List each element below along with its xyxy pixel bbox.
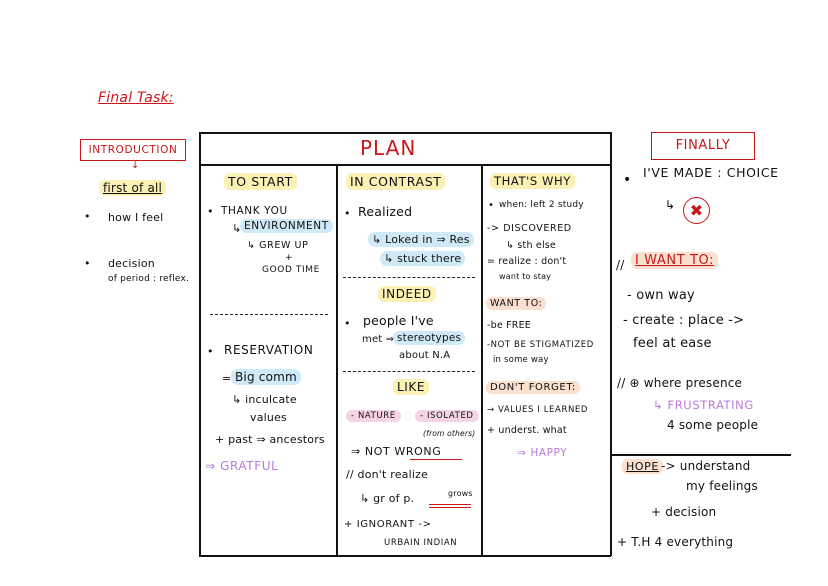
finally-decision: + decision	[651, 505, 717, 519]
bullet-icon: •	[207, 205, 214, 218]
bullet-icon: •	[488, 200, 495, 211]
introduction-label: INTRODUCTION	[80, 139, 186, 161]
finally-i-want-to: I WANT TO:	[631, 252, 719, 269]
col2-like: LIKE	[393, 379, 430, 395]
col3-not-be: -NOT BE STIGMATIZED	[487, 340, 594, 350]
col2-about: about N.A	[399, 350, 451, 361]
intro-item-decision: decision	[108, 257, 155, 270]
col2-separator-1	[343, 277, 475, 278]
col3-discovered: -> DISCOVERED	[487, 223, 572, 234]
red-underline	[429, 507, 471, 508]
plan-border-left	[199, 132, 201, 556]
page-title: Final Task:	[98, 90, 174, 106]
plan-col-divider-2	[481, 164, 483, 556]
col2-isolated: - ISOLATED	[415, 410, 479, 422]
col2-nature: - NATURE	[346, 410, 401, 422]
bullet-icon: •	[344, 317, 351, 330]
col3-be-free: -be FREE	[487, 320, 531, 331]
plan-header: PLAN	[360, 136, 417, 160]
bullet-icon: •	[84, 257, 91, 270]
close-circle-icon: ✖	[683, 197, 710, 224]
col2-grows: grows	[448, 489, 473, 498]
plan-header-divider	[199, 164, 611, 166]
col2-stereotypes: stereotypes	[393, 331, 466, 345]
col3-title: THAT'S WHY	[490, 173, 575, 189]
col2-realized: Realized	[358, 204, 413, 219]
col2-stuck: ↳ stuck there	[380, 251, 466, 266]
col1-equals: =	[222, 372, 232, 385]
intro-item-period: of period : reflex.	[108, 274, 190, 284]
col3-want-to-stay: want to stay	[499, 272, 552, 281]
finally-understand: -> understand	[661, 459, 751, 473]
col1-separator	[210, 314, 328, 315]
col1-title: TO START	[224, 173, 297, 190]
col2-ignorant: + IGNORANT ->	[344, 519, 432, 530]
finally-arrow: ↳	[665, 198, 676, 212]
col3-happy: ⇒ HAPPY	[517, 447, 568, 459]
red-underline	[410, 459, 462, 460]
col1-past: + past ⇒ ancestors	[215, 433, 325, 446]
finally-own-way: - own way	[627, 288, 695, 303]
col3-realize: = realize : don't	[487, 256, 567, 267]
col3-when: when: left 2 study	[499, 200, 584, 210]
bullet-icon: •	[84, 210, 91, 223]
bullet-icon: •	[207, 345, 214, 358]
col1-plus: +	[285, 253, 293, 263]
plan-border-right	[610, 132, 612, 556]
col1-thank-you: THANK YOU	[221, 205, 288, 217]
finally-label: FINALLY	[651, 132, 755, 160]
finally-hope: HOPE	[622, 459, 663, 474]
intro-item-feel: how I feel	[108, 211, 164, 224]
col3-understand: + underst. what	[487, 425, 567, 436]
finally-where-presence: // ⊕ where presence	[617, 376, 743, 390]
col2-title: IN CONTRAST	[346, 173, 446, 190]
col1-values: values	[250, 411, 287, 424]
finally-some-people: 4 some people	[667, 418, 759, 432]
plan-border-bottom	[199, 555, 611, 557]
col1-good-time: GOOD TIME	[262, 265, 320, 275]
finally-my-feelings: my feelings	[686, 479, 758, 493]
col1-environment: ENVIRONMENT	[240, 219, 333, 233]
red-underline	[429, 504, 471, 505]
col1-reservation: RESERVATION	[224, 343, 314, 357]
col2-loked: ↳ Loked in ⇒ Res	[368, 232, 474, 247]
col1-gratful: ⇒ GRATFUL	[205, 459, 279, 473]
finally-feel: feel at ease	[633, 336, 712, 351]
finally-slash: //	[616, 258, 625, 272]
col3-want-to: WANT TO:	[486, 297, 547, 310]
col3-sth-else: ↳ sth else	[506, 240, 556, 251]
finally-divider	[611, 454, 791, 456]
col2-not-wrong: ⇒ NOT WRONG	[351, 445, 442, 458]
finally-frustrating: ↳ FRUSTRATING	[653, 398, 754, 412]
arrow-icon: ↳	[232, 222, 242, 235]
col3-dont-forget: DON'T FORGET:	[486, 381, 580, 394]
col3-values-learned: → VALUES I LEARNED	[487, 405, 589, 415]
plan-col-divider-1	[336, 164, 338, 556]
down-arrow-icon: ↓	[131, 160, 140, 171]
col1-big-comm: Big comm	[231, 369, 301, 385]
finally-create: - create : place ->	[623, 313, 745, 328]
first-of-all: first of all	[99, 180, 167, 196]
col3-in-some-way: in some way	[493, 355, 549, 365]
plan-border-top	[199, 132, 611, 134]
bullet-icon: •	[344, 207, 351, 220]
col1-inculcate: ↳ inculcate	[232, 393, 297, 406]
col2-people: people I've	[363, 313, 434, 328]
col2-from-others: (from others)	[423, 429, 476, 438]
col2-gr-of-p: ↳ gr of p.	[360, 492, 415, 505]
col2-indeed: INDEED	[378, 286, 436, 302]
col1-grew-up: ↳ GREW UP	[247, 240, 309, 251]
bullet-icon: •	[623, 172, 632, 188]
col2-separator-2	[343, 371, 475, 372]
col2-urbain: URBAIN INDIAN	[384, 538, 458, 548]
finally-th: + T.H 4 everything	[617, 535, 734, 549]
col2-dont-realize: // don't realize	[346, 468, 429, 481]
col2-met: met ⇒	[362, 334, 395, 345]
finally-made-choice: I'VE MADE : CHOICE	[643, 165, 779, 180]
